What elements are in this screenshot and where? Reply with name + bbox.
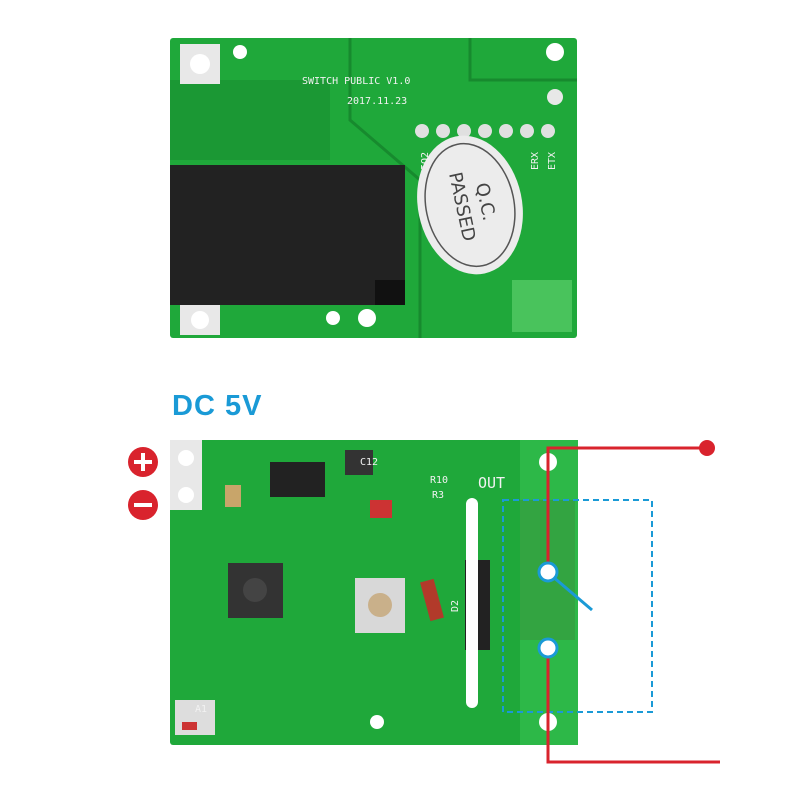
qc-passed-sticker: Q.C. PASSED [417,135,523,275]
load-wire [546,657,720,764]
out-label: OUT [478,474,505,492]
svg-text:C12: C12 [360,457,378,468]
pin-label: ETX [547,152,558,170]
header-pins [415,124,555,138]
top-pcb-board: SWITCH PUBLIC V1.0 2017.11.23 IO2 ERX ET… [170,38,577,338]
minus-circle-icon [128,490,158,520]
bottom-pcb-board: C12 R10 R3 D2 A1 OUT [170,440,578,745]
svg-text:A1: A1 [195,704,207,715]
switch-contact-bottom [537,637,559,659]
svg-text:R10: R10 [430,475,448,486]
svg-text:R3: R3 [432,490,444,501]
relay-dashed-box [502,499,653,713]
regulator-chip [270,462,325,497]
relay-wiring-diagram [502,440,720,764]
line-wire [546,446,707,563]
silkscreen-title: SWITCH PUBLIC V1.0 [302,76,410,87]
plus-circle-icon [128,447,158,477]
switch-lever [551,574,593,612]
wire-terminal-dot [699,440,715,456]
power-label: DC 5V [172,390,263,422]
silkscreen-date: 2017.11.23 [347,96,407,107]
switch-contact-top [537,561,559,583]
pin-label: ERX [530,152,541,170]
svg-text:D2: D2 [450,600,461,612]
relay-block [170,165,405,305]
